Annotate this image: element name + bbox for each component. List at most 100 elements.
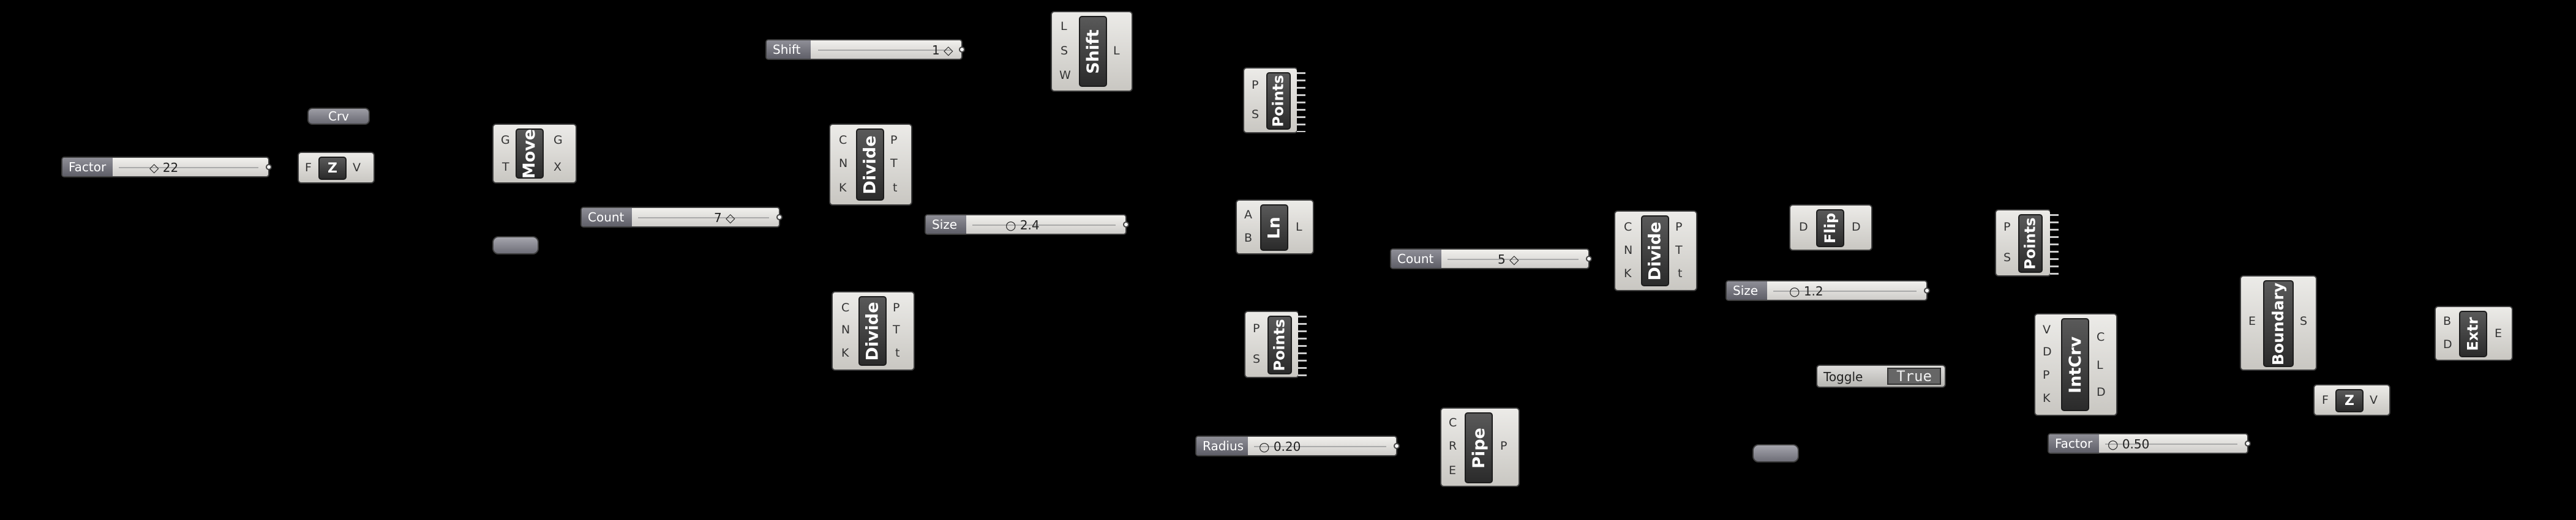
points-component[interactable]: P S Points	[1244, 311, 1307, 378]
size-slider-value: ○ 2.4	[1005, 218, 1040, 232]
input-pin-d[interactable]: D	[2043, 345, 2052, 358]
output-pin-t[interactable]: T	[893, 323, 900, 336]
output-grip[interactable]	[1394, 443, 1400, 449]
divide-component[interactable]: C N K Divide P T t	[829, 124, 912, 206]
boundary-component[interactable]: E Boundary S	[2240, 275, 2317, 371]
output-pin-l[interactable]: L	[1296, 220, 1302, 234]
empty-param-2[interactable]	[1752, 444, 1799, 462]
z-component[interactable]: F Z V	[298, 152, 375, 184]
divide-component[interactable]: C N K Divide P T t	[1614, 210, 1697, 291]
input-pin-n[interactable]: N	[841, 323, 851, 336]
input-pin-p[interactable]: P	[2003, 220, 2011, 234]
size-value-text: 1.2	[1803, 284, 1823, 299]
output-pin-v[interactable]: V	[353, 161, 361, 174]
pipe-component[interactable]: C R E Pipe P	[1440, 407, 1520, 487]
input-pin-g[interactable]: G	[501, 133, 510, 147]
intcrv-component[interactable]: V D P K IntCrv C L D	[2034, 313, 2117, 416]
input-pin-c[interactable]: C	[1624, 220, 1632, 234]
output-pin-p[interactable]: P	[1675, 220, 1683, 234]
size-slider[interactable]: Size ○ 2.4	[925, 214, 1129, 235]
output-pin-x[interactable]: X	[554, 160, 562, 174]
output-pin-c[interactable]: C	[2097, 330, 2105, 344]
output-pin-l[interactable]: L	[1113, 44, 1120, 58]
output-pin-t[interactable]: T	[1675, 243, 1683, 257]
input-pin-s[interactable]: S	[1253, 352, 1261, 366]
output-pin-g[interactable]: G	[554, 133, 563, 147]
radius-slider[interactable]: Radius ○ 0.20	[1195, 436, 1400, 456]
divide-component[interactable]: C N K Divide P T t	[832, 291, 915, 371]
input-pin-c[interactable]: C	[839, 133, 847, 147]
input-pin-p[interactable]: P	[1252, 78, 1259, 92]
output-pin-t-lower[interactable]: t	[895, 346, 900, 360]
input-pin-r[interactable]: R	[1449, 439, 1457, 453]
output-pin-t-lower[interactable]: t	[1678, 267, 1683, 280]
input-pin-p[interactable]: P	[2043, 368, 2050, 382]
factor-slider[interactable]: Factor ○ 0.50	[2048, 433, 2251, 454]
input-pin-f[interactable]: F	[2322, 393, 2329, 407]
input-pin-n[interactable]: N	[1624, 243, 1633, 257]
move-component[interactable]: G T Move G X	[492, 124, 577, 184]
input-pin-t[interactable]: T	[502, 160, 509, 174]
output-grip[interactable]	[1924, 288, 1930, 294]
crv-param[interactable]: Crv	[307, 108, 370, 125]
input-pin-s[interactable]: S	[1061, 44, 1068, 58]
input-pin-s[interactable]: S	[2003, 251, 2011, 264]
input-pin-d[interactable]: D	[1799, 220, 1808, 234]
size-slider[interactable]: Size ○ 1.2	[1725, 280, 1930, 301]
output-pin-p[interactable]: P	[893, 301, 900, 314]
output-pin-t[interactable]: T	[890, 157, 898, 170]
output-grip[interactable]	[266, 164, 272, 170]
count-slider[interactable]: Count 7 ◇	[580, 207, 783, 228]
ln-component[interactable]: A B Ln L	[1236, 199, 1314, 254]
output-pin-t-lower[interactable]: t	[893, 181, 898, 195]
boolean-toggle[interactable]: Toggle True	[1816, 365, 1946, 388]
ln-core: Ln	[1260, 204, 1288, 251]
output-pin-l[interactable]: L	[2097, 358, 2103, 372]
points-component[interactable]: P S Points	[1995, 209, 2059, 277]
output-pin-p[interactable]: P	[1500, 439, 1508, 453]
points-component[interactable]: P S Points	[1243, 67, 1305, 133]
input-pin-k[interactable]: K	[2043, 392, 2051, 405]
input-pin-p[interactable]: P	[1253, 322, 1260, 335]
input-pin-f[interactable]: F	[305, 161, 312, 174]
input-pin-l[interactable]: L	[1061, 20, 1067, 33]
input-pin-b[interactable]: B	[1244, 231, 1253, 245]
factor-slider[interactable]: Factor ◇ 22	[61, 157, 272, 177]
flip-component[interactable]: D Flip D	[1789, 204, 1872, 251]
input-pin-c[interactable]: C	[1449, 416, 1457, 429]
z-component[interactable]: F Z V	[2313, 384, 2390, 416]
output-grip[interactable]	[1123, 221, 1129, 228]
output-pin-p[interactable]: P	[890, 133, 898, 147]
input-pin-n[interactable]: N	[839, 157, 848, 170]
extr-component[interactable]: B D Extr E	[2435, 306, 2513, 361]
shift-label: Shift	[1083, 29, 1103, 74]
input-pin-v[interactable]: V	[2043, 323, 2051, 336]
output-pin-d[interactable]: D	[2097, 385, 2106, 399]
empty-param-1[interactable]	[492, 236, 539, 254]
output-grip[interactable]	[959, 46, 965, 53]
input-pin-k[interactable]: K	[841, 346, 849, 360]
input-pin-d[interactable]: D	[2443, 338, 2452, 351]
input-pin-e[interactable]: E	[2248, 314, 2256, 328]
output-pin-d[interactable]: D	[1852, 220, 1861, 234]
shift-component[interactable]: L S W Shift L	[1051, 11, 1133, 92]
output-grip[interactable]	[776, 214, 783, 220]
input-pin-a[interactable]: A	[1244, 208, 1252, 221]
toggle-value[interactable]: True	[1887, 368, 1941, 385]
output-pin-s[interactable]: S	[2300, 314, 2308, 328]
output-pin-e[interactable]: E	[2495, 327, 2503, 340]
shift-slider[interactable]: Shift 1 ◇	[765, 39, 965, 60]
factor-value-text: 0.50	[2122, 437, 2150, 451]
divide-core: Divide	[1641, 215, 1669, 286]
count-slider[interactable]: Count 5 ◇	[1390, 248, 1592, 269]
output-grip[interactable]	[1586, 256, 1592, 262]
input-pin-w[interactable]: W	[1059, 69, 1071, 82]
output-grip[interactable]	[2245, 440, 2251, 447]
input-pin-c[interactable]: C	[841, 301, 850, 314]
input-pin-s[interactable]: S	[1252, 108, 1260, 121]
input-pin-k[interactable]: K	[839, 181, 847, 195]
output-pin-v[interactable]: V	[2370, 393, 2378, 407]
input-pin-k[interactable]: K	[1624, 267, 1632, 280]
input-pin-b[interactable]: B	[2443, 314, 2452, 328]
input-pin-e[interactable]: E	[1449, 464, 1457, 477]
